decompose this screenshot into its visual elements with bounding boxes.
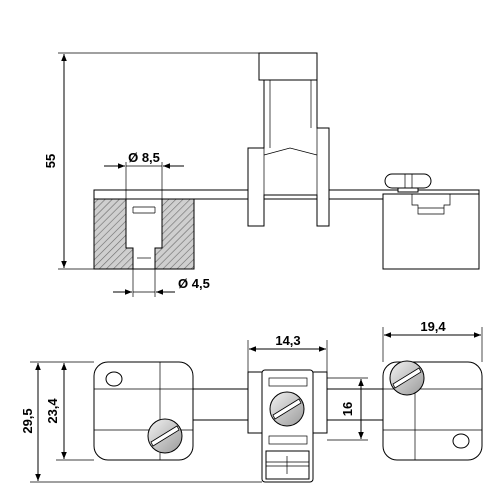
dim-label-19-4: 19,4 xyxy=(420,319,446,334)
dim-label-23-4: 23,4 xyxy=(45,398,60,424)
dim-width-center: 14,3 xyxy=(247,333,328,372)
dim-height-inner: 23,4 xyxy=(45,363,94,461)
top-view: 14,3 19,4 16 29,5 23,4 xyxy=(20,319,483,483)
hole-icon xyxy=(452,433,470,449)
dim-height-outer: 29,5 xyxy=(20,361,262,483)
screw-head-side xyxy=(384,173,432,189)
screw-icon xyxy=(147,418,183,454)
dim-label-29-5: 29,5 xyxy=(20,408,35,433)
dim-height-center: 16 xyxy=(327,377,368,441)
dim-bore-large: Ø 8,5 xyxy=(104,150,184,199)
clamp-top-cap xyxy=(258,52,318,81)
right-block xyxy=(382,193,480,270)
dim-label-55: 55 xyxy=(43,154,58,168)
dim-label-14-3: 14,3 xyxy=(275,333,300,348)
dim-label-bore-small: Ø 4,5 xyxy=(178,276,210,291)
screw-icon xyxy=(269,391,305,427)
hole-icon xyxy=(105,371,123,387)
dim-width-right: 19,4 xyxy=(382,319,483,362)
side-view: 55 Ø 8,5 Ø 4,5 xyxy=(43,52,480,297)
dim-height-total: 55 xyxy=(43,52,259,270)
dim-label-16: 16 xyxy=(340,402,355,416)
screw-icon xyxy=(389,360,425,396)
dim-label-bore-large: Ø 8,5 xyxy=(128,150,160,165)
dim-bore-small: Ø 4,5 xyxy=(113,269,210,297)
